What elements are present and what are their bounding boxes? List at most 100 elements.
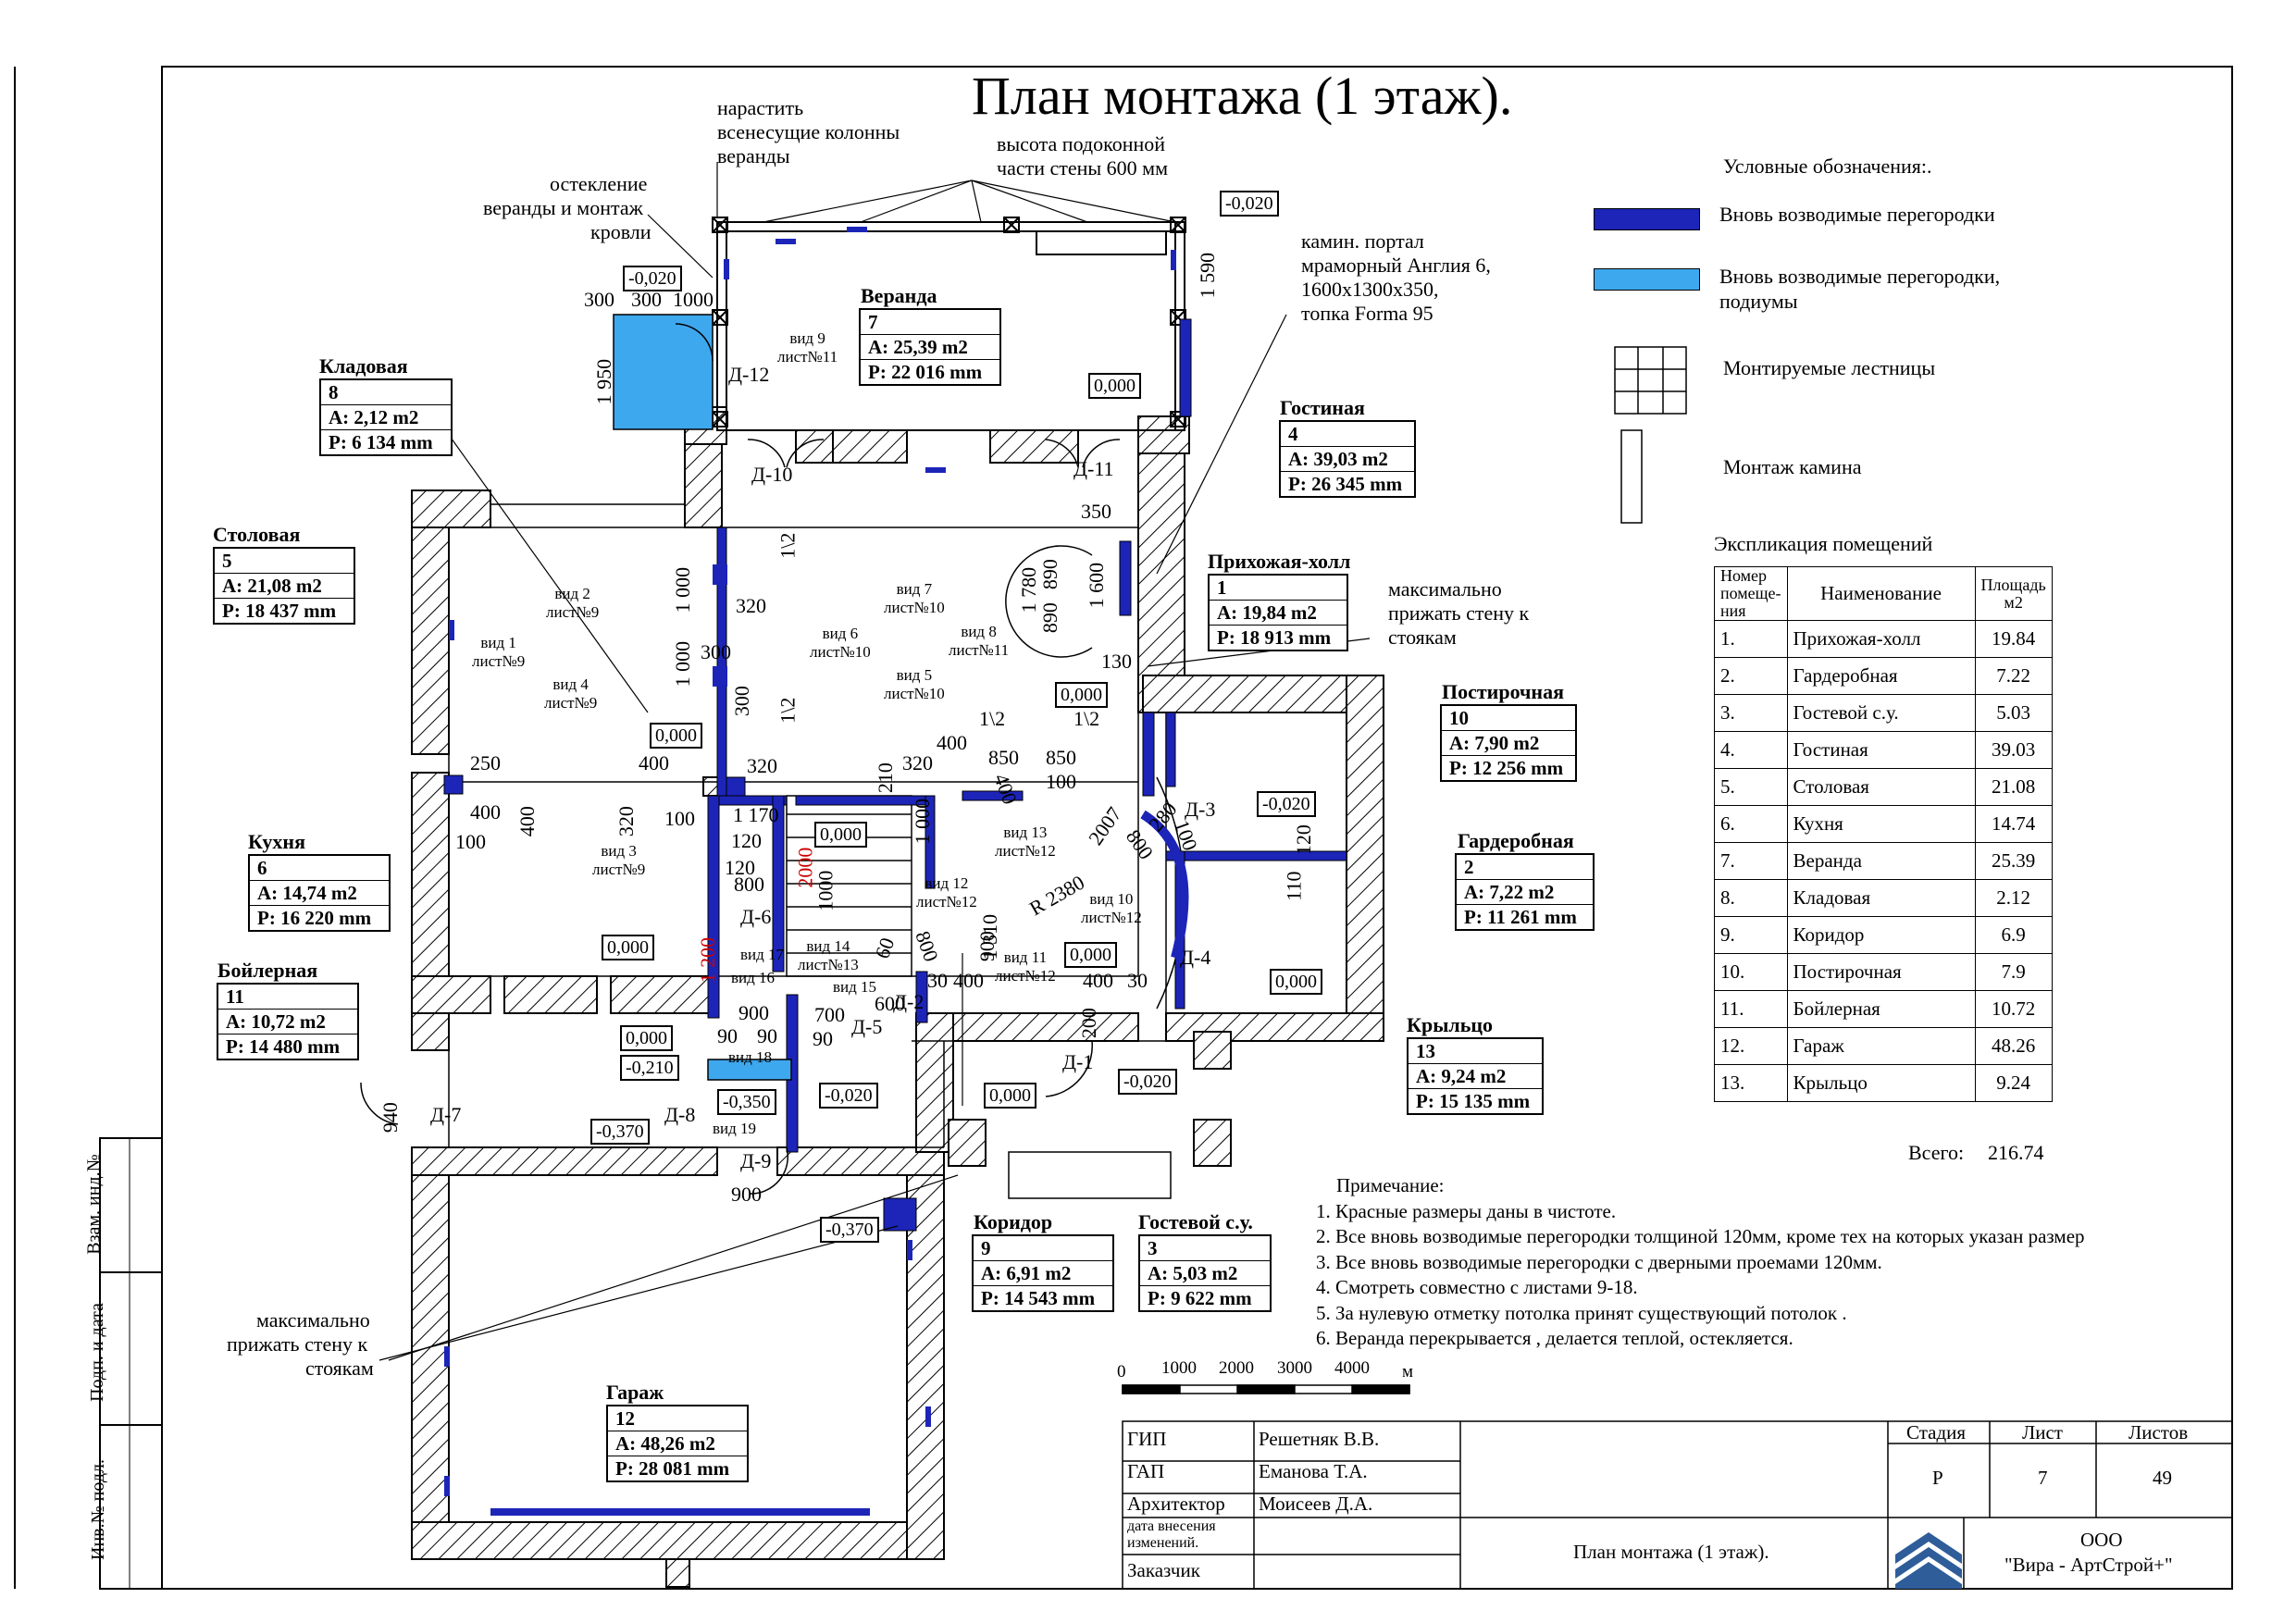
view-label-16: вид 16 [731, 969, 776, 986]
legend-podiums-2: подиумы [1719, 290, 1798, 313]
level-mark: -0,020 [819, 1083, 878, 1109]
table-row: 3.Гостевой с.у.5.03 [1714, 694, 2053, 732]
dim: 1 170 [733, 803, 779, 826]
dim: 320 [736, 594, 766, 617]
dim: 90 [757, 1024, 777, 1047]
room-name-storage: Кладовая [319, 354, 408, 378]
note-press-wall-garage-1: максимально [256, 1308, 370, 1332]
total-value: 216.74 [1988, 1141, 2044, 1164]
dim: 120 [731, 829, 762, 852]
podiums [613, 314, 792, 1081]
dim: 1 950 [592, 358, 616, 405]
note-item: 4. Смотреть совместно с листами 9-18. [1316, 1276, 1638, 1298]
side-stamp-frame [99, 1137, 163, 1590]
col-name-header: Наименование [1786, 566, 1976, 621]
dim: 400 [639, 751, 669, 774]
view-label-17: вид 17 [740, 946, 785, 963]
dim: 120 [1291, 824, 1315, 856]
dim: 1000 [813, 870, 838, 911]
legend-podiums-1: Вновь возводимые перегородки, [1719, 265, 2001, 288]
level-mark: 0,000 [1088, 373, 1141, 399]
dim: 350 [1081, 500, 1111, 523]
note-press-wall-3: стоякам [1388, 626, 1457, 649]
dim: 900 [974, 931, 999, 962]
dim: 1 000 [671, 640, 695, 688]
dim: 300 [701, 640, 731, 663]
dim: 850 [1046, 746, 1076, 769]
total-label: Всего: [1908, 1141, 1965, 1164]
title-block-lines [1122, 1420, 2233, 1590]
bearing-walls [411, 406, 1384, 1588]
note-glazing-2: веранды и монтаж [483, 196, 643, 219]
room-name-guest-wc: Гостевой с.у. [1138, 1210, 1253, 1233]
curved-partition [1140, 810, 1189, 960]
tb-changes-1: дата внесения [1127, 1518, 1216, 1534]
level-mark: 0,000 [602, 935, 654, 960]
level-mark: -0,370 [590, 1119, 650, 1145]
level-mark: -0,020 [623, 266, 682, 291]
dim: 1\2 [776, 697, 800, 724]
note-columns-1: нарастить [717, 96, 804, 119]
scale-tick: м [1402, 1362, 1414, 1381]
tb-changes-2: изменений. [1127, 1535, 1199, 1551]
level-mark: 0,000 [1064, 942, 1117, 968]
door-label: Д-1 [1062, 1050, 1094, 1073]
dim: 90 [717, 1024, 738, 1047]
dim: 400 [937, 731, 967, 754]
level-mark: 0,000 [1055, 682, 1108, 708]
dim: 1 780 [1017, 566, 1041, 613]
dim: 30 [927, 969, 948, 992]
dim: 300 [631, 288, 662, 311]
dim: 1 590 [1196, 252, 1220, 299]
dim: 100 [664, 807, 695, 830]
dim: 200 [1076, 1008, 1100, 1039]
dim: 110 [1282, 871, 1306, 901]
dim: 1\2 [1074, 707, 1100, 730]
side-stamp-3: Инв.№ подл. [87, 1459, 108, 1560]
note-press-wall-garage-3: стоякам [305, 1357, 374, 1380]
tb-sheet-value: 7 [2038, 1467, 2048, 1489]
dim: 900 [731, 1183, 762, 1206]
note-fireplace-2: мраморный Англия 6, [1301, 254, 1491, 277]
tb-sheets-label: Листов [2128, 1421, 2189, 1443]
note-fireplace-1: камин. портал [1301, 229, 1424, 253]
door-label: Д-11 [1074, 457, 1114, 480]
scale-tick: 0 [1117, 1362, 1126, 1381]
room-name-garage: Гараж [606, 1381, 664, 1404]
dim: 400 [515, 806, 539, 837]
note-sill-1: высота подоконной [997, 132, 1166, 155]
tb-sheet-label: Лист [2022, 1421, 2063, 1443]
dim: 1\2 [979, 707, 1006, 730]
note-press-wall-2: прижать стену к [1388, 601, 1530, 625]
room-name-laundry: Постирочная [1442, 680, 1565, 703]
door-label: Д-2 [893, 990, 925, 1013]
room-name-dining: Столовая [213, 523, 301, 546]
room-name-hall: Прихожая-холл [1208, 550, 1351, 573]
door-label: Д-7 [430, 1103, 462, 1126]
tb-org-1: ООО [2080, 1529, 2123, 1551]
dim: 30 [1127, 969, 1148, 992]
notes: Примечание: 1. Красные размеры даны в чи… [1316, 1173, 2085, 1352]
dim: 320 [614, 806, 638, 837]
door-swings [360, 323, 1121, 1195]
tb-stage-value: Р [1932, 1467, 1943, 1489]
